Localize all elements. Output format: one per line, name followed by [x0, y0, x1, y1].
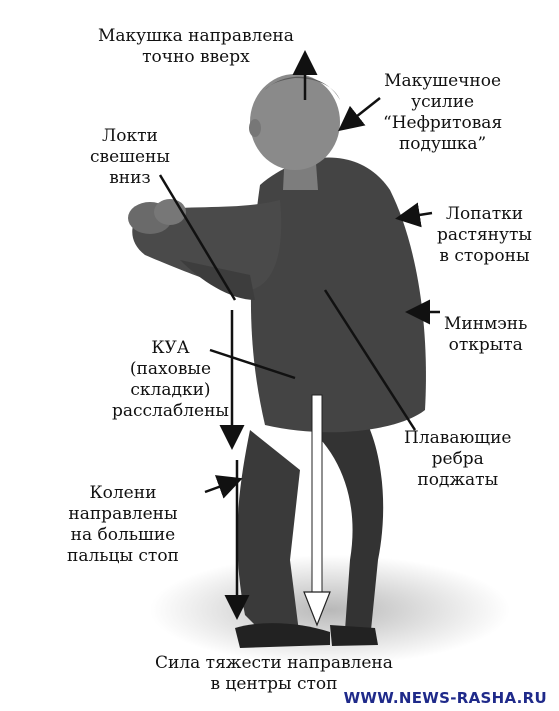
label-elbows: Локти свешены вниз — [90, 126, 170, 188]
kua-pointer — [209, 348, 296, 380]
shoulder-blades-arrow — [395, 202, 433, 228]
person-silhouette — [128, 74, 426, 648]
label-knees: Колени направлены на большие пальцы стоп — [67, 483, 179, 566]
elbows-pointer — [158, 174, 237, 301]
center-gravity-arrow — [303, 394, 331, 627]
label-crown-effort: Макушечное усилие “Нефритовая подушка” — [383, 71, 503, 154]
label-shoulder-blades: Лопатки растянуты в стороны — [437, 204, 532, 266]
label-floating-ribs: Плавающие ребра поджаты — [404, 428, 512, 490]
label-gravity: Сила тяжести направлена в центры стоп — [155, 653, 393, 694]
label-crown-up: Макушка направлена точно вверх — [98, 26, 294, 67]
annotation-arrows — [158, 50, 440, 620]
knees-arrow — [204, 475, 243, 499]
label-kua: КУА (паховые складки) расслаблены — [112, 338, 229, 421]
label-mingmen: Минмэнь открыта — [444, 314, 528, 355]
floating-ribs-pointer — [323, 289, 417, 431]
crown-effort-arrow — [338, 97, 381, 132]
floor-shadow — [150, 555, 510, 665]
watermark-text: WWW.NEWS-RASHA.RU — [343, 689, 547, 707]
